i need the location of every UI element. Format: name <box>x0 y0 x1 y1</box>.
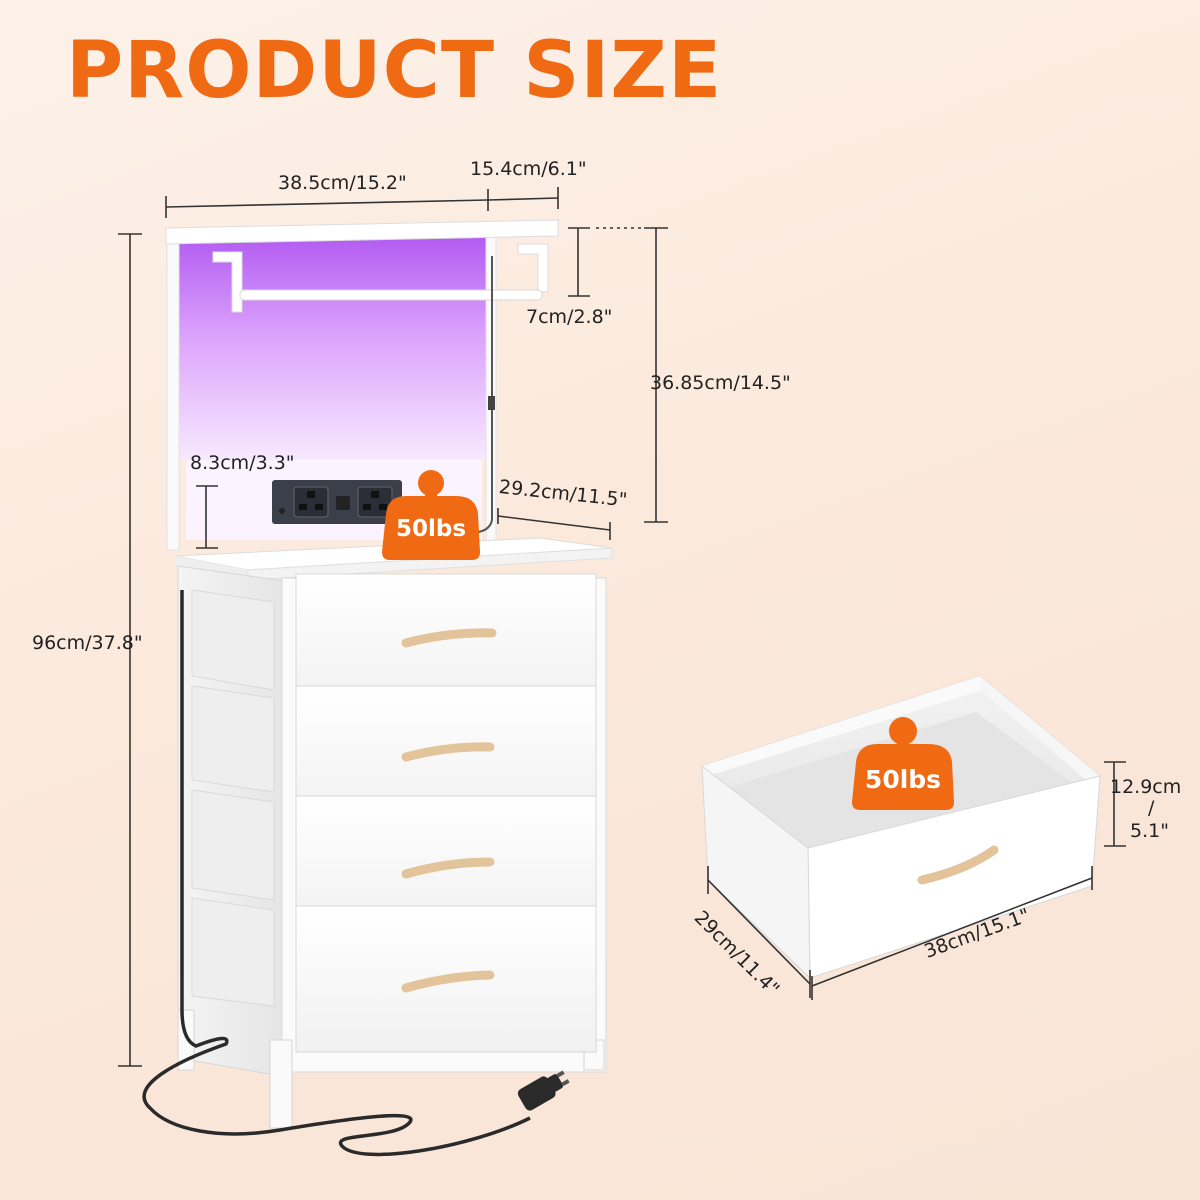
drawer-handle <box>401 857 495 879</box>
dresser-body <box>177 565 607 1129</box>
hutch <box>165 219 559 551</box>
shelf-width-label: 38.5cm/15.2" <box>278 172 407 194</box>
socket-icon <box>293 486 329 518</box>
plug-icon <box>517 1070 570 1111</box>
drawer-height-label-1: 12.9cm <box>1110 776 1182 798</box>
dimension-lines <box>118 187 1126 1067</box>
drawer-handle <box>401 628 497 648</box>
total-height-label: 96cm/37.8" <box>32 632 143 654</box>
weight-icon <box>382 470 480 560</box>
hutch-height-label: 36.85cm/14.5" <box>650 372 791 394</box>
top-weight-capacity: 50lbs <box>395 516 467 542</box>
page-title: PRODUCT SIZE <box>66 26 723 116</box>
drawer-handle <box>401 742 495 762</box>
drawer-height-label-2: / <box>1148 797 1155 819</box>
weight-icon <box>852 717 954 810</box>
drawer-handle <box>401 970 495 993</box>
led-back-panel <box>176 238 488 460</box>
power-cord <box>142 590 531 1157</box>
outlet-height-label: 8.3cm/3.3" <box>190 452 295 474</box>
power-strip <box>272 480 402 524</box>
drawer-handle <box>917 845 999 885</box>
shelf-depth-label: 15.4cm/6.1" <box>470 158 587 180</box>
rail-height-label: 7cm/2.8" <box>526 306 613 328</box>
drawer-weight-capacity: 50lbs <box>864 765 942 794</box>
drawer-height-label-3: 5.1" <box>1130 820 1169 842</box>
detached-drawer <box>700 675 1102 980</box>
